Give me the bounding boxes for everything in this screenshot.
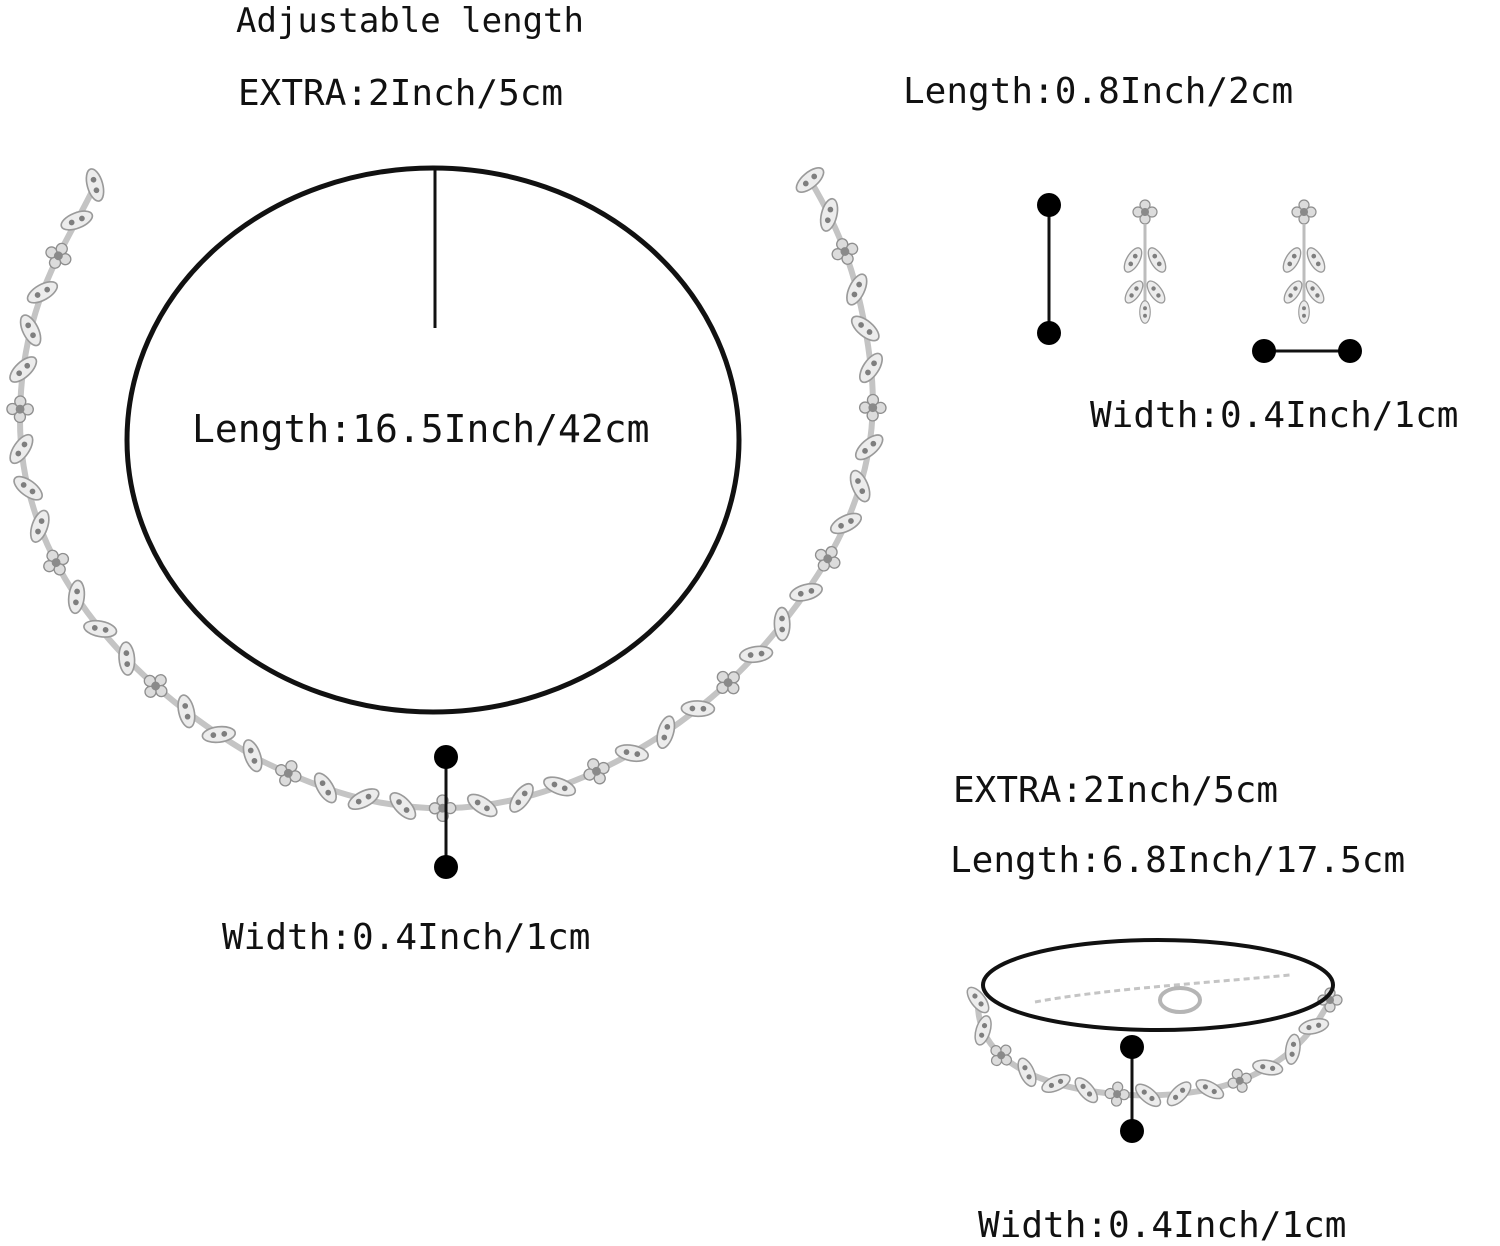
rhinestone-leaf [653, 713, 679, 752]
rhinestone-leaf [540, 772, 579, 801]
earring-right [1279, 199, 1329, 324]
bracelet-length-ellipse [981, 938, 1335, 1032]
rhinestone-leaf [773, 606, 791, 642]
rhinestone-flower [858, 393, 887, 422]
rhinestone-leaf [680, 699, 716, 718]
rhinestone-leaf [309, 768, 342, 807]
rhinestone-leaf [15, 311, 46, 350]
rhinestone-leaf [57, 206, 96, 235]
bracelet-extension-chain [1034, 973, 1291, 1004]
rhinestone-flower [578, 753, 615, 790]
rhinestone-leaf [737, 643, 775, 665]
rhinestone-leaf [23, 276, 62, 308]
rhinestone-flower [428, 794, 457, 823]
earrings [1037, 193, 1362, 363]
bracelet-clasp [1158, 986, 1202, 1014]
necklace-length-circle [124, 165, 742, 715]
necklace-width-label: Width:0.4Inch/1cm [222, 917, 591, 958]
bracelet-ornaments [962, 983, 1343, 1112]
necklace-width-marker [434, 745, 458, 879]
earring-width-marker [1252, 339, 1362, 363]
rhinestone-leaf [26, 507, 54, 546]
bracelet-width-label: Width:0.4Inch/1cm [978, 1205, 1347, 1246]
necklace-adjustable-label: Adjustable length [236, 1, 584, 41]
earring-width-label: Width:0.4Inch/1cm [1090, 395, 1459, 436]
rhinestone-leaf [1013, 1054, 1041, 1090]
rhinestone-leaf [841, 270, 872, 309]
rhinestone-leaf [117, 640, 137, 677]
necklace-extra-label: EXTRA:2Inch/5cm [238, 73, 564, 114]
bracelet-width-marker [1120, 1035, 1144, 1143]
rhinestone-leaf [791, 162, 829, 198]
rhinestone-leaf [1192, 1075, 1228, 1104]
rhinestone-leaf [238, 736, 267, 775]
bracelet-extra-label: EXTRA:2Inch/5cm [953, 770, 1279, 811]
rhinestone-flower [809, 540, 847, 578]
necklace-length-label: Length:16.5Inch/42cm [192, 407, 650, 451]
rhinestone-leaf [1038, 1070, 1074, 1097]
rhinestone-leaf [826, 508, 866, 539]
bracelet-length-label: Length:6.8Inch/17.5cm [950, 840, 1406, 881]
necklace-ornaments [4, 162, 888, 825]
rhinestone-flower [270, 755, 307, 792]
rhinestone-flower [1223, 1064, 1256, 1097]
earring-left [1120, 199, 1170, 324]
earring-length-marker [1037, 193, 1061, 345]
rhinestone-flower [1103, 1080, 1131, 1108]
rhinestone-leaf [81, 617, 119, 641]
rhinestone-leaf [344, 783, 383, 815]
rhinestone-leaf [845, 467, 875, 506]
rhinestone-leaf [1296, 1015, 1331, 1038]
rhinestone-leaf [174, 692, 199, 730]
rhinestone-leaf [787, 579, 825, 605]
rhinestone-flower [827, 233, 863, 270]
rhinestone-leaf [1283, 1032, 1303, 1066]
earring-length-label: Length:0.8Inch/2cm [903, 71, 1294, 112]
bracelet [962, 938, 1343, 1143]
rhinestone-flower [5, 395, 35, 424]
rhinestone-flower [40, 237, 77, 275]
rhinestone-flower [37, 544, 75, 582]
necklace [4, 162, 888, 879]
